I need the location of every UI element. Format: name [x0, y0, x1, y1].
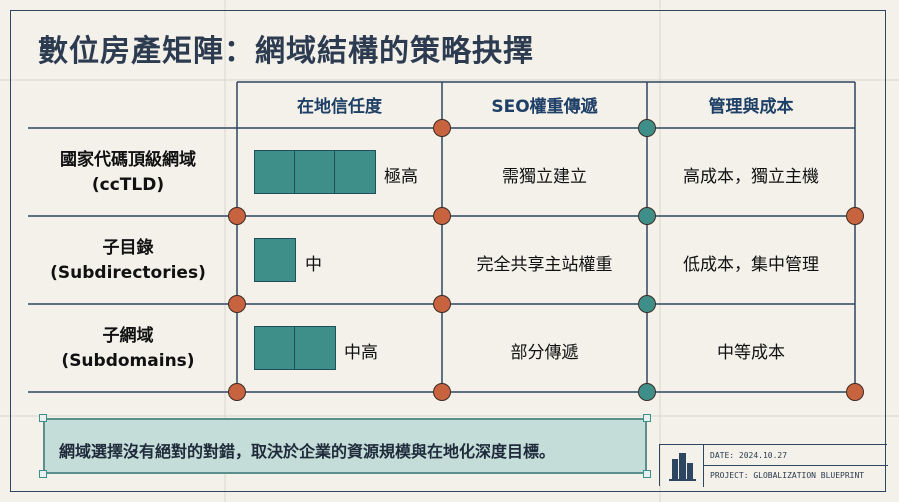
column-header-cost: 管理與成本	[708, 97, 794, 117]
trust-bar-segment	[255, 327, 295, 369]
project-info-box: DATE: 2024.10.27 PROJECT: GLOBALIZATION …	[659, 444, 888, 487]
seo-cell-cctld: 需獨立建立	[502, 167, 587, 187]
trust-bar-segment	[255, 151, 295, 193]
node-dot	[433, 207, 451, 225]
node-dot	[433, 119, 451, 137]
trust-value-subdirectories: 中	[305, 255, 322, 275]
row-label-line2: (Subdomains)	[61, 351, 195, 371]
row-label-line1: 國家代碼頂級網域	[60, 150, 196, 170]
trust-bar-subdomains	[254, 326, 336, 370]
node-dot	[228, 207, 246, 225]
node-dot	[228, 383, 246, 401]
summary-note: 網域選擇沒有絕對的對錯，取決於企業的資源規模與在地化深度目標。	[43, 418, 647, 474]
node-dot	[638, 207, 656, 225]
trust-value-subdomains: 中高	[344, 343, 378, 363]
trust-bar-segment	[255, 239, 295, 281]
trust-bar-segment	[295, 327, 335, 369]
cost-cell-cctld: 高成本，獨立主機	[683, 167, 819, 187]
row-label-subdirectories: 子目錄 (Subdirectories)	[18, 236, 238, 286]
corner-handle	[643, 470, 651, 478]
node-dot	[638, 119, 656, 137]
row-label-line1: 子目錄	[102, 238, 154, 258]
trust-bar-segment	[295, 151, 335, 193]
row-label-line2: (Subdirectories)	[50, 263, 206, 283]
node-dot	[638, 295, 656, 313]
column-header-trust: 在地信任度	[297, 97, 382, 117]
corner-handle	[39, 470, 47, 478]
page-title: 數位房產矩陣：網域結構的策略抉擇	[38, 34, 534, 69]
row-label-cctld: 國家代碼頂級網域 (ccTLD)	[18, 148, 238, 198]
node-dot	[433, 383, 451, 401]
corner-handle	[39, 414, 47, 422]
trust-bar-cctld	[254, 150, 376, 194]
info-project: PROJECT: GLOBALIZATION BLUEPRINT	[710, 471, 865, 480]
seo-cell-subdomains: 部分傳遞	[510, 343, 579, 363]
seo-cell-subdirectories: 完全共享主站權重	[476, 255, 613, 275]
node-dot	[846, 207, 864, 225]
node-dot	[228, 295, 246, 313]
row-label-subdomains: 子網域 (Subdomains)	[18, 324, 238, 374]
trust-value-cctld: 極高	[384, 167, 418, 187]
trust-bar-segment	[335, 151, 375, 193]
corner-handle	[643, 414, 651, 422]
row-label-line1: 子網域	[102, 326, 154, 346]
node-dot	[638, 383, 656, 401]
trust-bar-subdirectories	[254, 238, 296, 282]
cost-cell-subdirectories: 低成本，集中管理	[683, 255, 819, 275]
building-logo-icon	[660, 445, 704, 487]
info-date: DATE: 2024.10.27	[710, 451, 788, 460]
page-frame	[10, 10, 886, 492]
column-header-seo: SEO權重傳遞	[491, 97, 598, 117]
row-label-line2: (ccTLD)	[91, 175, 165, 195]
node-dot	[433, 295, 451, 313]
node-dot	[846, 383, 864, 401]
cost-cell-subdomains: 中等成本	[717, 343, 785, 363]
